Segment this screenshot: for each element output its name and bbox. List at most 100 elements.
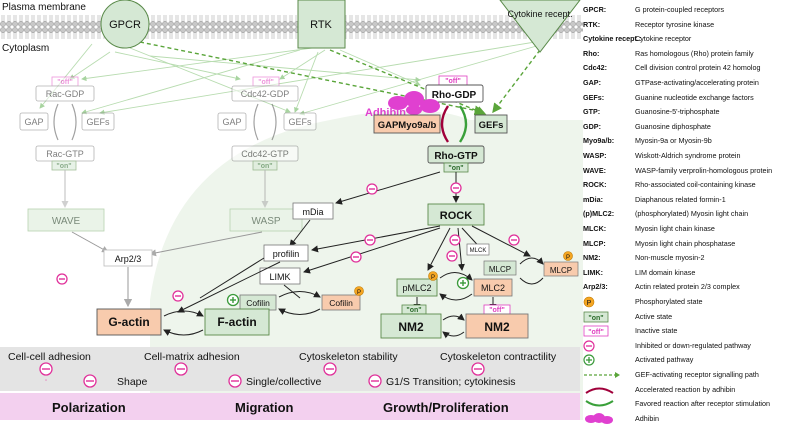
legend-term: GTP: bbox=[583, 105, 600, 119]
f-actin-node: F-actin bbox=[217, 315, 256, 329]
nm2-active-node: NM2 bbox=[398, 320, 424, 334]
rho-gtp-node: Rho-GTP bbox=[434, 151, 478, 162]
legend-symbol-row: Favored reaction after receptor stimulat… bbox=[583, 397, 800, 411]
legend-definition: G protein-coupled receptors bbox=[635, 3, 724, 17]
gpcr-label: GPCR bbox=[109, 19, 141, 31]
legend-term: Cdc42: bbox=[583, 61, 607, 75]
legend-symbol-adhibin-icon bbox=[583, 413, 623, 425]
cdc42-gtp-node: Cdc42-GTP bbox=[241, 149, 289, 159]
legend-symbol-row: GEF-activating receptor signalling path bbox=[583, 368, 800, 382]
legend-symbol-gef-arrow-icon bbox=[583, 369, 623, 381]
process-growth-proliferation: Growth/Proliferation bbox=[383, 400, 509, 415]
legend-symbol-row: Adhibin bbox=[583, 412, 800, 426]
g-actin-node: G-actin bbox=[108, 315, 149, 329]
pmlc2-p-badge: P bbox=[431, 275, 435, 281]
legend-term: WASP: bbox=[583, 149, 607, 163]
legend-term: GAP: bbox=[583, 76, 601, 90]
legend-abbrev-row: Arp2/3:Actin related protein 2/3 complex bbox=[583, 280, 800, 294]
cytoplasm-label: Cytoplasm bbox=[2, 43, 49, 54]
effect-cytoskeleton-contractility: Cytoskeleton contractility bbox=[440, 351, 557, 363]
legend-definition: GTPase-activating/accelerating protein bbox=[635, 76, 759, 90]
legend-symbol-definition: Active state bbox=[635, 310, 672, 324]
legend-symbol-row: Activated pathway bbox=[583, 353, 800, 367]
legend-abbrev-row: MLCP:Myosin light chain phosphatase bbox=[583, 237, 800, 251]
legend-symbol-inhibit-icon bbox=[583, 340, 623, 352]
legend-term: Rho: bbox=[583, 47, 599, 61]
legend-abbrev-row: GEFs: Guanine nucleotide exchange factors bbox=[583, 91, 800, 105]
effects-panel: Cell-cell adhesion Cell-matrix adhesion … bbox=[0, 347, 580, 420]
legend-abbrev-row: GTP: Guanosine-5'-triphosphate bbox=[583, 105, 800, 119]
legend-definition: WASP-family verprolin-homologous protein bbox=[635, 164, 772, 178]
svg-text:"off": "off" bbox=[588, 329, 604, 336]
legend-definition: Myosin light chain kinase bbox=[635, 222, 715, 236]
legend-definition: Wiskott-Aldrich syndrome protein bbox=[635, 149, 740, 163]
legend-abbrev-row: Myo9a/b:Myosin-9a or Myosin-9b bbox=[583, 134, 800, 148]
legend-symbol-accel-icon bbox=[583, 384, 623, 396]
legend-abbrev-row: Rho: Ras homologous (Rho) protein family bbox=[583, 47, 800, 61]
legend-symbol-definition: Inhibited or down-regulated pathway bbox=[635, 339, 751, 353]
legend-definition: Myosin-9a or Myosin-9b bbox=[635, 134, 712, 148]
process-polarization: Polarization bbox=[52, 400, 126, 415]
svg-text:P: P bbox=[587, 300, 592, 307]
legend-abbrev-row: GPCR:G protein-coupled receptors bbox=[583, 3, 800, 17]
rho-off-badge: "off" bbox=[445, 78, 461, 85]
legend-symbol-off-icon: "off" bbox=[583, 325, 623, 337]
legend-term: Cytokine recept.: bbox=[583, 32, 641, 46]
cdc42-gefs-node: GEFs bbox=[288, 117, 312, 127]
rho-gdp-node: Rho-GDP bbox=[432, 90, 477, 101]
rac-gdp-node: Rac-GDP bbox=[46, 89, 85, 99]
legend-term: Arp2/3: bbox=[583, 280, 608, 294]
mlcp-p-badge: P bbox=[566, 255, 570, 261]
limk-node: LIMK bbox=[269, 272, 290, 282]
legend-abbrev-row: GDP: Guanosine diphosphate bbox=[583, 120, 800, 134]
nm2-on-badge: "on" bbox=[406, 307, 421, 314]
legend-symbol-row: P Phosphorylated state bbox=[583, 295, 800, 309]
legend-abbrev-row: mDia:Diaphanous related formin-1 bbox=[583, 193, 800, 207]
legend-term: GEFs: bbox=[583, 91, 604, 105]
rac-gefs-node: GEFs bbox=[86, 117, 110, 127]
legend-symbol-definition: Phosphorylated state bbox=[635, 295, 703, 309]
outcome-single-collective: Single/collective bbox=[246, 376, 321, 388]
membrane-label: Plasma membrane bbox=[2, 2, 86, 13]
legend-definition: Ras homologous (Rho) protein family bbox=[635, 47, 754, 61]
legend-term: MLCK: bbox=[583, 222, 606, 236]
rac-gtp-node: Rac-GTP bbox=[46, 149, 84, 159]
legend-symbol-on-icon: "on" bbox=[583, 311, 623, 323]
legend-definition: Cell division control protein 42 homolog bbox=[635, 61, 760, 75]
mdia-node: mDia bbox=[302, 207, 323, 217]
legend-abbrev-row: NM2:Non-muscle myosin-2 bbox=[583, 251, 800, 265]
legend-definition: Rho-associated coil-containing kinase bbox=[635, 178, 756, 192]
legend-symbol-definition: Accelerated reaction by adhibin bbox=[635, 383, 735, 397]
legend-abbrev-row: Cdc42: Cell division control protein 42 h… bbox=[583, 61, 800, 75]
legend-abbrev-row: Cytokine recept.:Cytokine receptor bbox=[583, 32, 800, 46]
legend-symbol-definition: Favored reaction after receptor stimulat… bbox=[635, 397, 770, 411]
wasp-node: WASP bbox=[251, 216, 280, 227]
legend-term: GDP: bbox=[583, 120, 601, 134]
cdc42-off-badge: "off" bbox=[258, 79, 274, 86]
legend-symbol-definition: Activated pathway bbox=[635, 353, 693, 367]
legend-term: LIMK: bbox=[583, 266, 603, 280]
legend-definition: Cytokine receptor bbox=[635, 32, 691, 46]
legend-symbol-definition: Adhibin bbox=[635, 412, 659, 426]
legend-abbrev-row: GAP: GTPase-activating/accelerating prote… bbox=[583, 76, 800, 90]
legend-abbrev-row: (p)MLC2:(phosphorylated) Myosin light ch… bbox=[583, 207, 800, 221]
outcome-g1s-transition: G1/S Transition; cytokinesis bbox=[386, 376, 516, 388]
mlc2-node: MLC2 bbox=[481, 283, 505, 293]
legend-definition: Guanosine-5'-triphosphate bbox=[635, 105, 719, 119]
nm2-inactive-node: NM2 bbox=[484, 320, 510, 334]
legend-term: RTK: bbox=[583, 18, 600, 32]
legend-definition: Guanine nucleotide exchange factors bbox=[635, 91, 754, 105]
rac-off-badge: "off" bbox=[57, 79, 73, 86]
legend-symbol-favored-icon bbox=[583, 398, 623, 410]
cdc42-gap-node: GAP bbox=[222, 117, 241, 127]
cofilin-p-badge: P bbox=[357, 290, 361, 296]
legend-symbol-row: Accelerated reaction by adhibin bbox=[583, 383, 800, 397]
legend-definition: Guanosine diphosphate bbox=[635, 120, 711, 134]
legend-abbrev-row: LIMK:LIM domain kinase bbox=[583, 266, 800, 280]
arp23-node: Arp2/3 bbox=[115, 254, 142, 264]
mlcp-active-node: MLCP bbox=[489, 265, 511, 274]
rho-on-badge: "on" bbox=[448, 165, 463, 172]
legend-symbol-row: Inhibited or down-regulated pathway bbox=[583, 339, 800, 353]
legend-abbrev-row: WASP: Wiskott-Aldrich syndrome protein bbox=[583, 149, 800, 163]
